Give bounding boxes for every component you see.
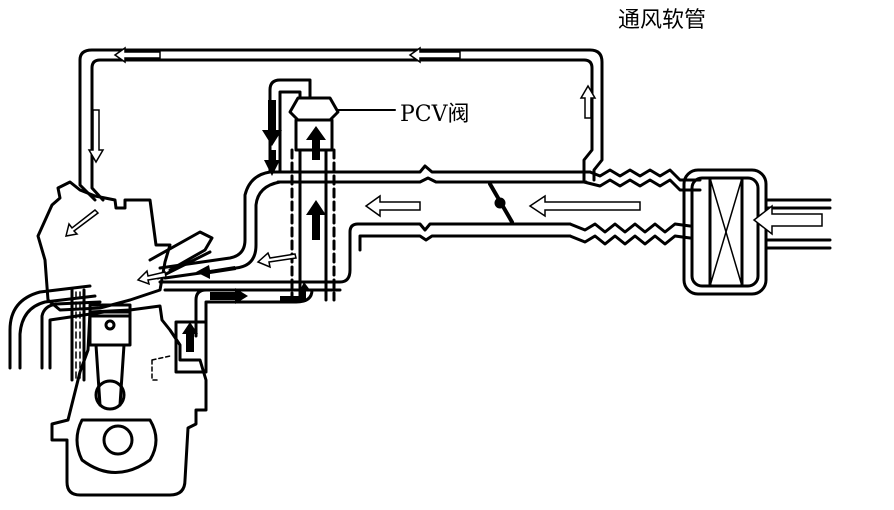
connecting-rod xyxy=(94,343,126,407)
blowby-arrow xyxy=(264,150,280,176)
fresh-air-arrow xyxy=(579,84,597,119)
intake-manifold xyxy=(148,230,214,280)
blowby-arrow xyxy=(280,282,310,302)
ventilation-hose-label: 通风软管 xyxy=(618,8,707,33)
intake-pipe xyxy=(268,164,592,174)
blowby-arrow xyxy=(306,200,326,240)
engine-block xyxy=(50,304,208,497)
pcv-valve xyxy=(288,96,340,122)
fresh-air-arrow xyxy=(528,194,641,218)
intake-bellows xyxy=(588,168,702,182)
crankshaft xyxy=(75,418,158,474)
fresh-air-arrow xyxy=(364,194,421,218)
piston xyxy=(88,303,132,347)
blowby-arrow xyxy=(262,100,282,146)
fresh-air-arrow xyxy=(64,209,100,237)
fresh-air-arrow xyxy=(752,204,823,236)
pcv-valve-label: PCV阀 xyxy=(400,102,470,127)
air-filter xyxy=(682,168,768,296)
fresh-air-arrow xyxy=(408,46,461,64)
ventilation-hose xyxy=(78,48,604,202)
fresh-air-arrow xyxy=(256,251,297,269)
fresh-air-arrow xyxy=(136,269,167,286)
fresh-air-arrow xyxy=(113,46,161,64)
fresh-air-arrow xyxy=(87,109,105,164)
blowby-arrow xyxy=(196,265,236,279)
oil-separator xyxy=(174,320,208,374)
blowby-arrow xyxy=(210,288,248,304)
blowby-arrow xyxy=(182,322,198,352)
blowby-arrow xyxy=(306,126,326,160)
